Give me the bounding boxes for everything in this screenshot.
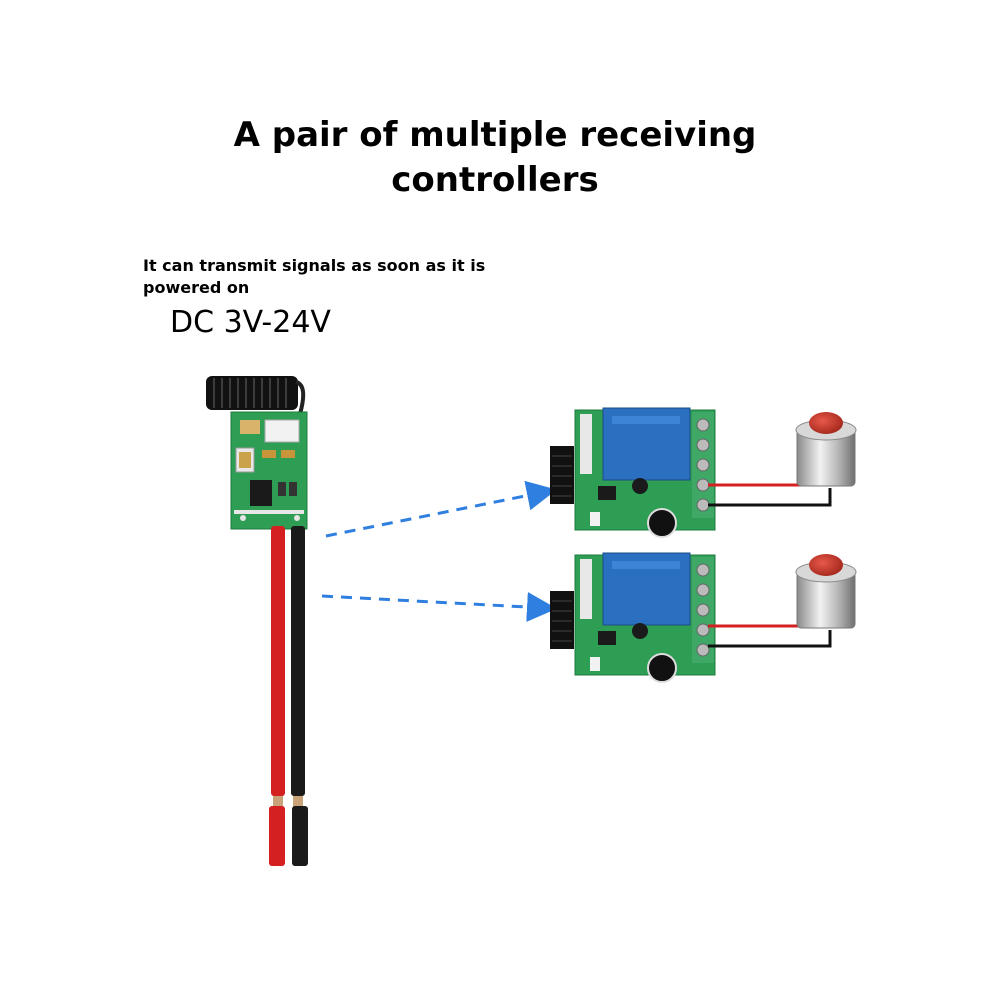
push-button-icon [795,554,857,629]
transmitter-note: It can transmit signals as soon as it is… [143,256,486,297]
transmitter-wires [269,526,308,866]
receiver-module-1 [550,407,832,538]
antenna-coil-icon [206,376,306,415]
title-line-1: A pair of multiple receiving [233,115,757,155]
transmitter-module [206,376,308,530]
receiver-module-2 [550,552,832,683]
voltage-label: DC 3V-24V [170,305,331,340]
dashed-arrow-icon [321,480,557,623]
push-button-icon [795,412,857,487]
title-line-2: controllers [391,160,599,200]
